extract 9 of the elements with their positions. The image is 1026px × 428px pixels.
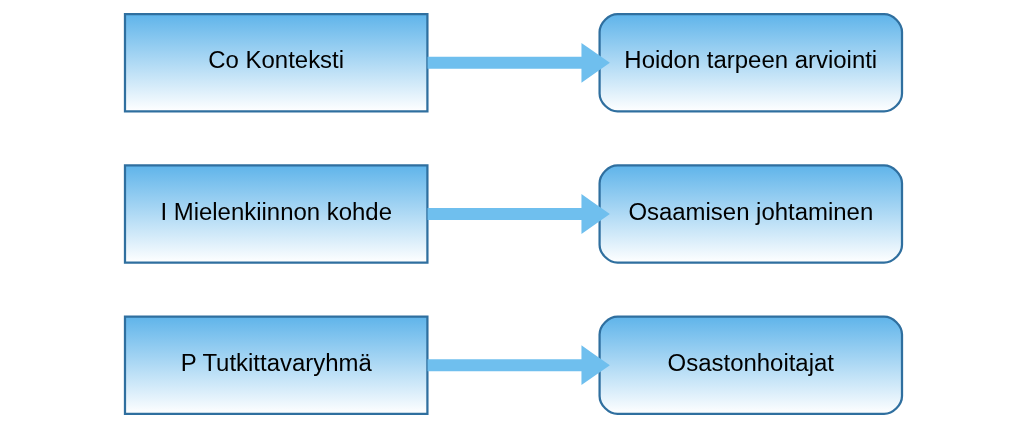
- node-box: Co Konteksti: [123, 13, 429, 113]
- arrow: [427, 194, 610, 234]
- node-box: Hoidon tarpeen arviointi: [597, 13, 903, 113]
- node-box: I Mielenkiinnon kohde: [123, 164, 429, 264]
- arrow: [427, 42, 610, 83]
- node-box: Osaamisen johtaminen: [597, 164, 903, 264]
- arrow: [427, 345, 610, 386]
- node-box: P Tutkittavaryhmä: [123, 315, 429, 415]
- node-box: Osastonhoitajat: [597, 315, 903, 415]
